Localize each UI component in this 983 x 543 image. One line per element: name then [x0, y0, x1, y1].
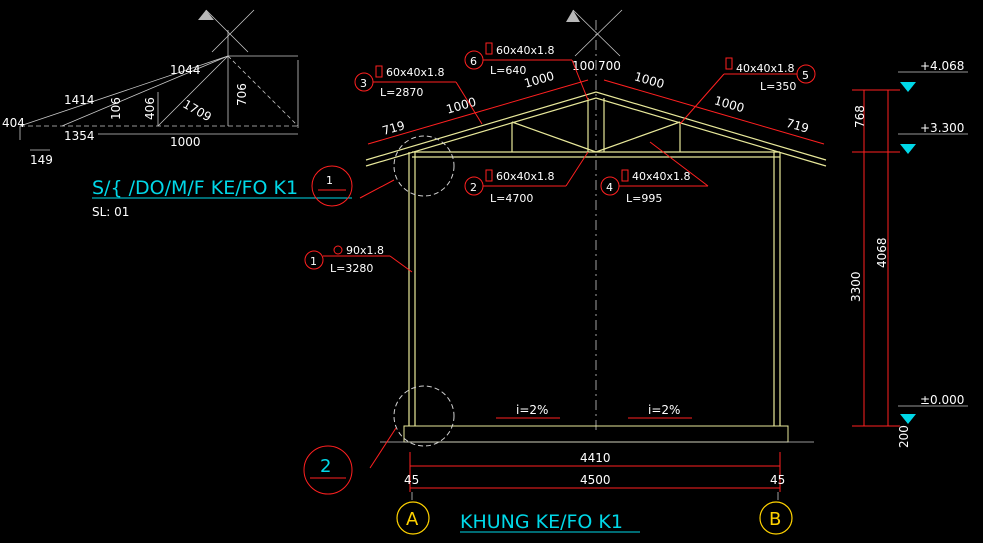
- member-2-spec: 60x40x1.8: [496, 170, 555, 183]
- dim-406: 406: [143, 97, 157, 120]
- dim-v-768: 768: [853, 105, 867, 128]
- dim-right-719: 719: [785, 116, 811, 136]
- level-top-icon: [900, 82, 916, 92]
- detail-bubble-1: [311, 165, 353, 207]
- slope-right: i=2%: [648, 403, 680, 417]
- box-tube-icon: [725, 57, 733, 70]
- truss-sketch: 1044 1414 404 106 406 1709 706 1354 1000…: [2, 9, 352, 219]
- member-1-spec: 90x1.8: [346, 244, 384, 257]
- member-4-num: 4: [606, 181, 613, 194]
- member-6-len: L=640: [490, 64, 526, 77]
- dim-1414: 1414: [64, 93, 95, 107]
- drawing-title: KHUNG KE/FO K1: [460, 511, 623, 533]
- member-4-len: L=995: [626, 192, 662, 205]
- dim-edge-left-45: 45: [404, 473, 419, 487]
- callout-bubble-1: [304, 250, 324, 270]
- sketch-title: S/{ /DO/M/F KE/FO K1: [92, 177, 298, 199]
- member-callouts: 1 90x1.8 L=3280 2 60x40x1.8 L=4700 3 60x…: [304, 42, 816, 275]
- member-5-num: 5: [802, 69, 809, 82]
- dim-right-1000b: 1000: [713, 93, 746, 115]
- box-tube-icon: [375, 65, 383, 78]
- level-markers: [898, 71, 968, 424]
- level-mid-label: +3.300: [920, 121, 964, 135]
- member-6-num: 6: [470, 55, 477, 68]
- axis-bubble-a: [396, 501, 430, 535]
- member-3-num: 3: [360, 77, 367, 90]
- dim-1354: 1354: [64, 129, 95, 143]
- dim-v-4068: 4068: [875, 237, 889, 268]
- axis-b-label: B: [769, 509, 781, 530]
- frame-k1: 719 1000 1000 100 700 1000 1000 719 4410…: [365, 9, 968, 492]
- member-4-spec: 40x40x1.8: [632, 170, 691, 183]
- dim-v-3300: 3300: [849, 271, 863, 302]
- box-tube-icon: [485, 42, 493, 55]
- dim-706: 706: [235, 83, 249, 106]
- detail-bubble-2: [303, 445, 353, 495]
- dim-106: 106: [109, 97, 123, 120]
- dim-1044: 1044: [170, 63, 201, 77]
- member-2-len: L=4700: [490, 192, 533, 205]
- level-zero-label: ±0.000: [920, 393, 964, 407]
- dim-width-4500: 4500: [580, 473, 611, 487]
- dim-149: 149: [30, 153, 53, 167]
- dim-v-200: 200: [897, 425, 911, 448]
- dim-top-100: 100: [572, 59, 595, 73]
- box-tube-icon: [621, 169, 629, 182]
- slope-left: i=2%: [516, 403, 548, 417]
- dim-1000: 1000: [170, 135, 201, 149]
- detail-2-label: 2: [320, 456, 331, 477]
- detail-circle-bottom: [393, 385, 455, 447]
- member-6-spec: 60x40x1.8: [496, 44, 555, 57]
- detail-circle-top: [393, 135, 455, 197]
- grid-axes: A B: [396, 492, 793, 535]
- north-arrow-icon: [198, 10, 214, 20]
- member-2-num: 2: [470, 181, 477, 194]
- member-5-spec: 40x40x1.8: [736, 62, 795, 75]
- dim-left-1000b: 1000: [523, 69, 556, 91]
- ridge-arrow-icon: [566, 10, 580, 22]
- level-zero-icon: [900, 414, 916, 424]
- level-mid-icon: [900, 144, 916, 154]
- dim-top-700: 700: [598, 59, 621, 73]
- detail-markers: 1 2: [303, 135, 455, 495]
- dim-404: 404: [2, 116, 25, 130]
- member-3-len: L=2870: [380, 86, 423, 99]
- member-3-spec: 60x40x1.8: [386, 66, 445, 79]
- level-top-label: +4.068: [920, 59, 964, 73]
- sketch-scale: SL: 01: [92, 205, 129, 219]
- axis-bubble-b: [759, 501, 793, 535]
- member-1-len: L=3280: [330, 262, 373, 275]
- dim-right-1000a: 1000: [633, 69, 666, 91]
- box-tube-icon: [485, 169, 493, 182]
- member-5-len: L=350: [760, 80, 796, 93]
- member-1-num: 1: [310, 255, 317, 268]
- dim-width-4410: 4410: [580, 451, 611, 465]
- axis-a-label: A: [406, 509, 419, 530]
- dim-1709: 1709: [180, 97, 213, 124]
- detail-1-label: 1: [326, 174, 333, 187]
- dim-edge-right-45: 45: [770, 473, 785, 487]
- round-tube-icon: [333, 245, 343, 255]
- dim-left-719: 719: [381, 118, 407, 138]
